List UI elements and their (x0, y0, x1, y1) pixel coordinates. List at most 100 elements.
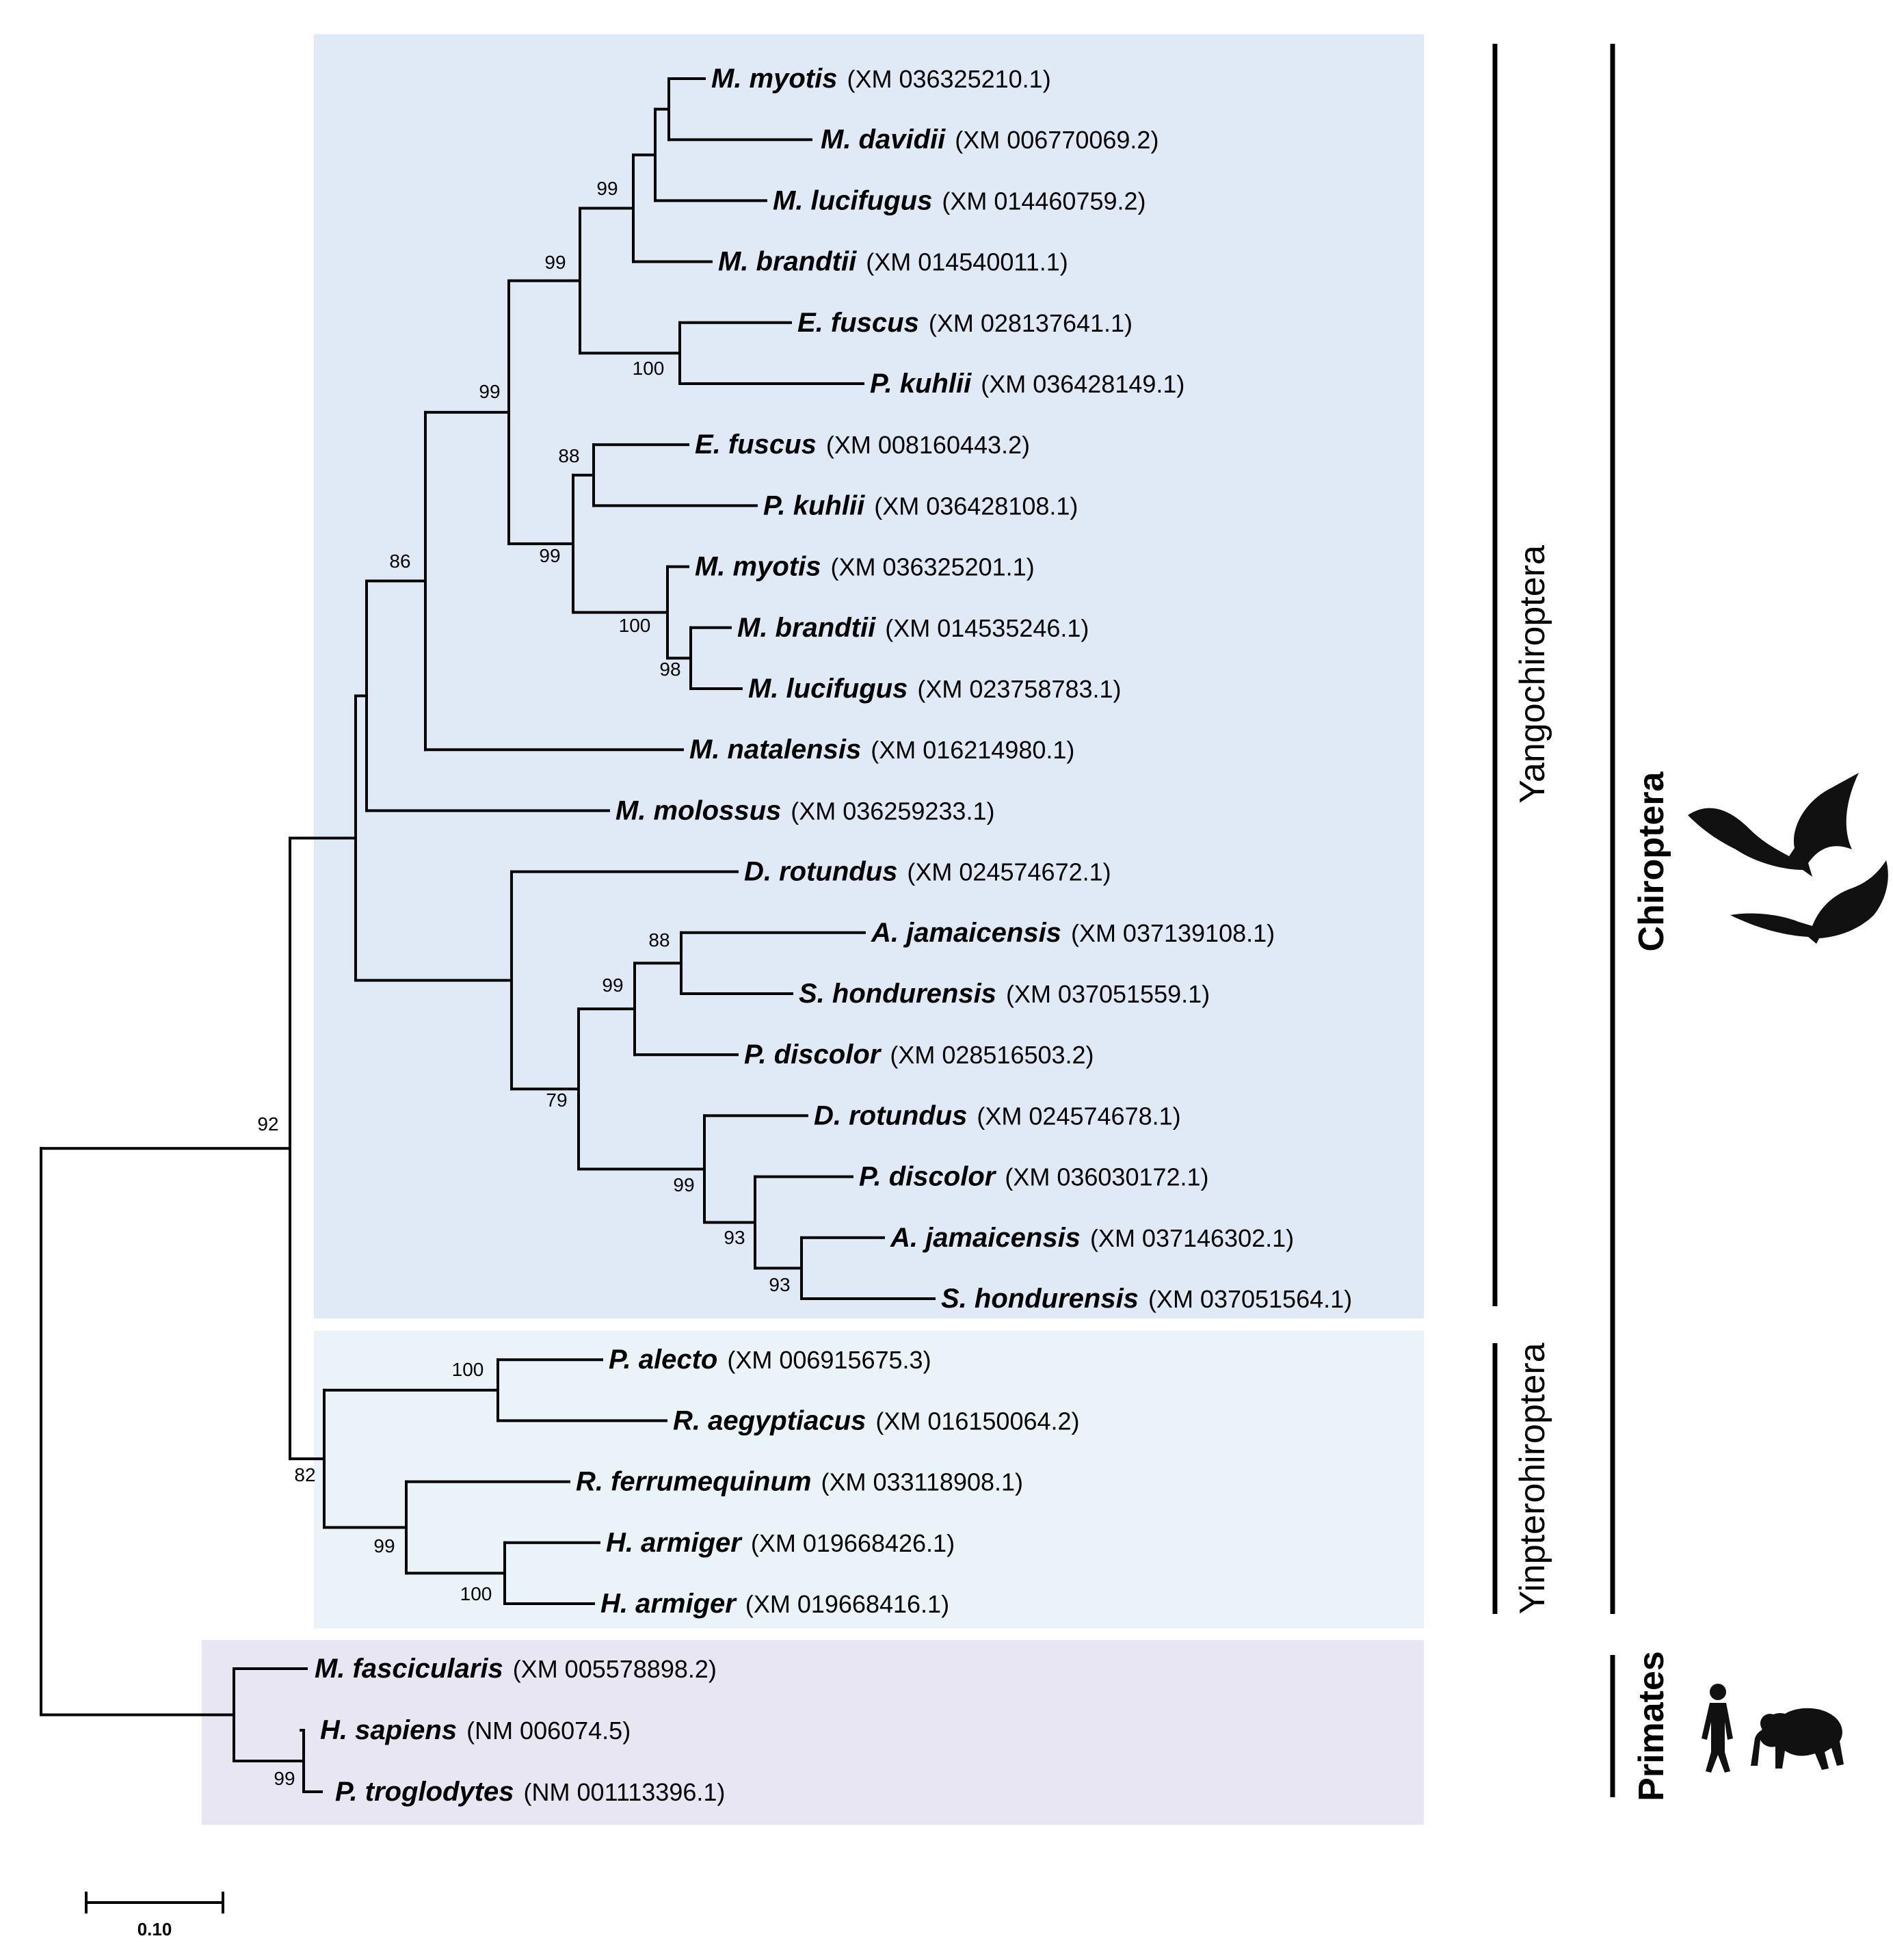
bootstrap-value: 99 (274, 1768, 295, 1789)
leaf-label: M. davidii(XM 006770069.2) (821, 124, 1159, 155)
leaf-label: P. discolor(XM 036030172.1) (859, 1162, 1209, 1192)
leaf-label: H. armiger(XM 019668416.1) (600, 1589, 949, 1619)
leaf-label: M. brandtii (XM 014535246.1) (737, 613, 1089, 643)
leaf-label: P. kuhlii(XM 036428149.1) (870, 369, 1184, 399)
accession-number: (XM 036325210.1) (847, 65, 1050, 93)
bootstrap-value: 93 (769, 1274, 790, 1295)
species-name: M. lucifugus (748, 674, 908, 704)
species-name: M. natalensis (689, 734, 861, 765)
accession-number: (XM 023758783.1) (917, 675, 1121, 703)
species-name: R. ferrumequinum (576, 1467, 811, 1497)
species-name: H. armiger (606, 1528, 743, 1558)
accession-number: (XM 024574672.1) (907, 858, 1111, 886)
species-name: H. sapiens (320, 1715, 457, 1745)
bootstrap-value: 100 (452, 1359, 484, 1380)
leaf-label: E. fuscus (XM 028137641.1) (797, 308, 1133, 338)
bat-icon (1688, 773, 1859, 877)
leaf-label: E. fuscus (XM 008160443.2) (695, 429, 1030, 460)
species-name: M. davidii (821, 124, 946, 155)
leaf-label: H. armiger(XM 019668426.1) (606, 1528, 955, 1558)
accession-number: (NM 001113396.1) (524, 1778, 726, 1806)
accession-number: (XM 005578898.2) (513, 1655, 717, 1683)
primates-background (202, 1640, 1424, 1825)
bootstrap-value: 98 (659, 659, 680, 680)
bootstrap-value: 100 (460, 1583, 492, 1604)
bootstrap-value: 99 (544, 252, 566, 273)
accession-number: (XM 037146302.1) (1090, 1224, 1294, 1252)
human-icon (1702, 1684, 1733, 1773)
bootstrap-value: 88 (648, 929, 670, 951)
accession-number: (XM 014540011.1) (866, 248, 1068, 276)
primates-label: Primates (1632, 1651, 1671, 1801)
leaf-label: A. jamaicensis (XM 037139108.1) (871, 918, 1275, 948)
leaf-label: R. aegyptiacus(XM 016150064.2) (673, 1405, 1080, 1435)
accession-number: (XM 014535246.1) (885, 614, 1089, 642)
bootstrap-value: 99 (539, 545, 560, 566)
species-name: D. rotundus (744, 857, 897, 887)
yangochiroptera-label: Yangochiroptera (1513, 545, 1552, 804)
bootstrap-value: 88 (558, 445, 579, 466)
species-name: P. alecto (609, 1345, 717, 1375)
leaf-label: R. ferrumequinum (XM 033118908.1) (576, 1467, 1023, 1497)
leaf-label: M. myotis (XM 036325210.1) (711, 64, 1051, 94)
ape-icon (1751, 1708, 1844, 1770)
accession-number: (XM 036325201.1) (830, 553, 1034, 581)
leaf-label: S. hondurensis(XM 037051559.1) (799, 979, 1210, 1009)
leaf-label: P. alecto (XM 006915675.3) (609, 1345, 931, 1375)
leaf-label: H. sapiens (NM 006074.5) (320, 1715, 631, 1745)
species-name: E. fuscus (695, 429, 817, 460)
accession-number: (XM 019668416.1) (745, 1590, 949, 1618)
species-name: E. fuscus (797, 308, 919, 338)
leaf-label: P. troglodytes (NM 001113396.1) (335, 1777, 725, 1807)
bootstrap-value: 99 (673, 1174, 694, 1195)
leaf-label: P. kuhlii (XM 036428108.1) (763, 490, 1078, 520)
leaf-label: D. rotundus (XM 024574678.1) (814, 1100, 1181, 1130)
bootstrap-value: 92 (257, 1113, 278, 1135)
scale-bar-label: 0.10 (137, 1919, 172, 1939)
species-name: M. lucifugus (773, 185, 932, 215)
leaf-label: M. natalensis (XM 016214980.1) (689, 734, 1074, 765)
leaf-label: M. molossus(XM 036259233.1) (615, 795, 994, 825)
tree-branches (40, 77, 936, 1793)
accession-number: (XM 024574678.1) (977, 1102, 1180, 1130)
species-name: A. jamaicensis (871, 918, 1061, 948)
accession-number: (XM 037051564.1) (1148, 1285, 1352, 1313)
yangochiroptera-background (314, 34, 1424, 1319)
leaf-label: M. brandtii(XM 014540011.1) (718, 247, 1068, 277)
leaf-labels: M. myotis(XM 036325210.1)M. davidii(XM 0… (315, 64, 1352, 1807)
accession-number: (XM 033118908.1) (821, 1468, 1023, 1496)
species-name: D. rotundus (814, 1100, 967, 1130)
bootstrap-value: 86 (389, 551, 410, 572)
accession-number: (NM 006074.5) (466, 1717, 631, 1745)
accession-number: (XM 014460759.2) (942, 187, 1146, 215)
species-name: R. aegyptiacus (673, 1405, 866, 1435)
species-name: P. kuhlii (870, 369, 972, 399)
accession-number: (XM 028137641.1) (929, 309, 1133, 337)
species-name: S. hondurensis (941, 1284, 1139, 1314)
accession-number: (XM 006915675.3) (727, 1346, 931, 1374)
species-name: M. myotis (711, 64, 837, 94)
accession-number: (XM 036428108.1) (874, 492, 1078, 520)
leaf-label: M. lucifugus (XM 014460759.2) (773, 185, 1146, 215)
accession-number: (XM 028516503.2) (890, 1041, 1094, 1069)
bootstrap-value: 82 (294, 1464, 315, 1485)
scale-bar: 0.10 (85, 1892, 224, 1939)
species-name: P. discolor (744, 1039, 882, 1070)
chiroptera-label: Chiroptera (1632, 771, 1671, 951)
accession-number: (XM 037051559.1) (1006, 980, 1210, 1008)
leaf-label: D. rotundus (XM 024574672.1) (744, 857, 1111, 887)
accession-number: (XM 037139108.1) (1071, 919, 1275, 947)
yinpterochiroptera-label: Yinpterohiroptera (1513, 1342, 1552, 1614)
species-name: M. brandtii (737, 613, 876, 643)
species-name: P. troglodytes (335, 1777, 514, 1807)
species-name: P. kuhlii (763, 490, 865, 520)
bootstrap-value: 99 (373, 1535, 395, 1557)
bootstrap-value: 93 (724, 1227, 745, 1248)
accession-number: (XM 008160443.2) (826, 431, 1030, 459)
accession-number: (XM 036259233.1) (791, 797, 994, 825)
accession-number: (XM 016214980.1) (871, 736, 1074, 764)
leaf-label: M. lucifugus (XM 023758783.1) (748, 674, 1122, 704)
species-name: M. myotis (695, 552, 821, 582)
bootstrap-value: 99 (602, 975, 623, 996)
